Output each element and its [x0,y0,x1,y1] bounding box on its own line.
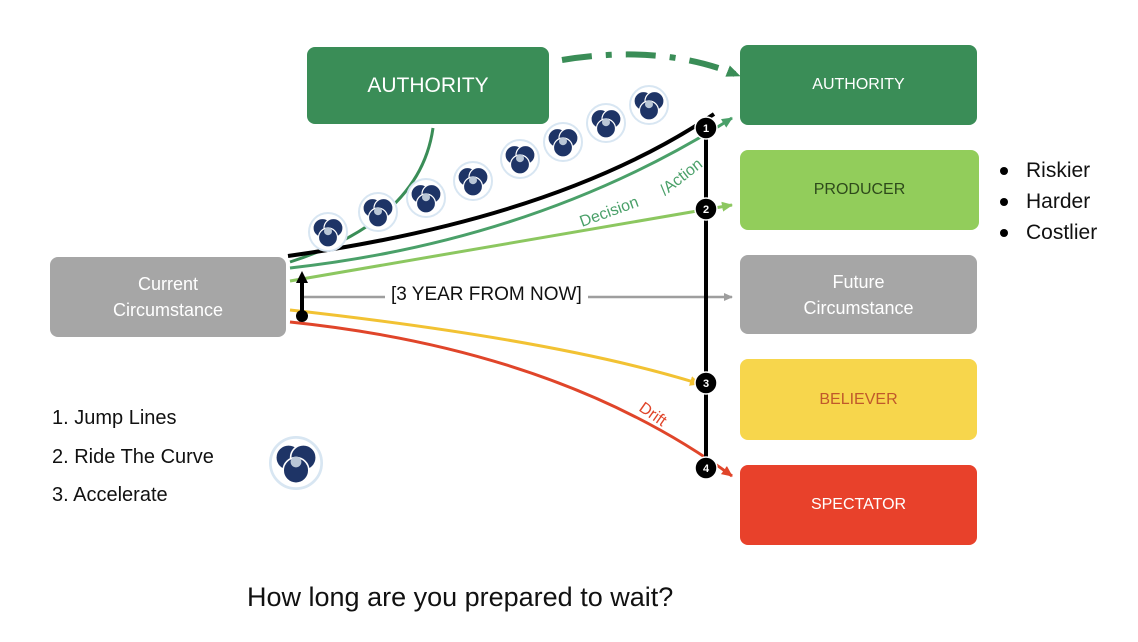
bullet-text: Harder [1026,189,1091,213]
steps-list: 1. Jump Lines 2. Ride The Curve 3. Accel… [52,402,214,518]
marker-2: 2 [694,197,718,221]
current-circumstance-line2: Circumstance [112,300,224,320]
jump-dot [296,310,308,322]
bullet-item: Riskier [1000,155,1097,186]
bullet-dot-icon [1000,197,1008,206]
svg-text:1: 1 [703,123,709,135]
future-circumstance-box: Future Circumstance [740,255,977,334]
logo-icon-2 [358,192,398,232]
time-horizon-label: [3 YEAR FROM NOW] [385,284,588,306]
accelerate-curve [287,112,716,258]
step-item: 3. Accelerate [52,484,168,506]
three-circle-logo-icon [269,436,323,491]
logo-icon-7 [586,103,626,143]
authority-source-box: AUTHORITY [307,47,549,124]
bullet-item: Costlier [1000,217,1097,248]
producer-box: PRODUCER [740,150,979,230]
current-circumstance-line1: Current [137,274,199,294]
producer-label: PRODUCER [813,181,906,198]
step-item: 2. Ride The Curve [52,445,214,468]
bullet-text: Riskier [1026,158,1091,182]
step-item: 1. Jump Lines [52,407,177,429]
logo-icon-6 [543,122,583,162]
marker-3: 3 [694,371,718,395]
believer-box: BELIEVER [740,359,977,440]
bullet-dot-icon [1000,228,1008,237]
marker-1: 1 [694,116,718,140]
authority-dash-arc [561,51,741,77]
svg-text:4: 4 [703,463,710,475]
action-label: /Action [657,156,706,200]
logo-icon-1 [308,212,348,252]
future-circumstance-line2: Circumstance [803,297,914,318]
bullet-item: Harder [1000,186,1097,217]
authority-source-label: AUTHORITY [367,73,489,97]
closing-question: How long are you prepared to wait? [247,582,674,612]
believer-curve [289,308,701,386]
svg-text:3: 3 [703,378,709,390]
logo-icon-8 [629,85,669,125]
current-circumstance-box: Current Circumstance [50,257,286,337]
spectator-label: SPECTATOR [810,496,907,513]
spectator-box: SPECTATOR [740,465,977,545]
future-circumstance-line1: Future [832,271,885,292]
risk-bullet-list: Riskier Harder Costlier [1000,155,1097,248]
bullet-dot-icon [1000,166,1008,175]
producer-curve [289,201,733,283]
decision-action-curve [289,116,733,270]
logo-icon-5 [500,139,540,179]
svg-text:2: 2 [703,204,709,216]
logo-icon-4 [453,161,493,201]
believer-label: BELIEVER [819,390,898,408]
marker-4: 4 [694,456,718,480]
drift-curve [289,320,733,478]
logo-icon-3 [406,178,446,218]
authority-target-box: AUTHORITY [740,45,977,125]
authority-target-label: AUTHORITY [812,76,905,93]
bullet-text: Costlier [1026,220,1098,244]
